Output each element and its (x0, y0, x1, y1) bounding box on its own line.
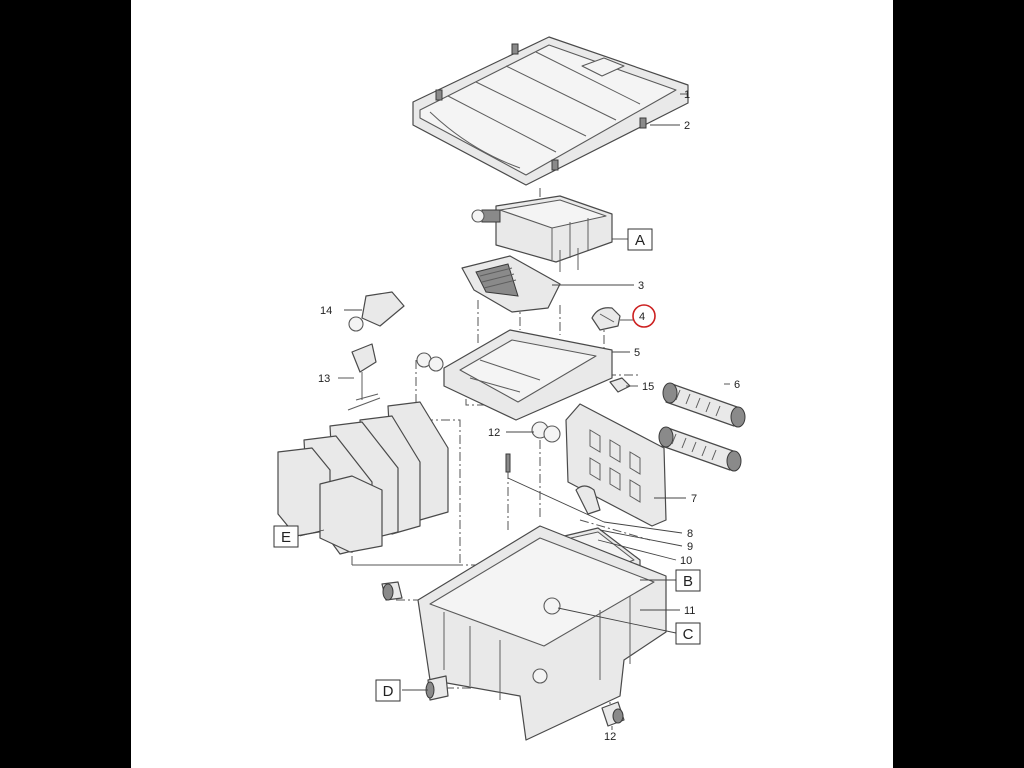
part-6-cartridges (658, 382, 746, 472)
callout-12-upper: 12 (488, 427, 500, 439)
callout-6: 6 (734, 379, 740, 391)
letter-box-B: B (675, 569, 701, 592)
callout-4: 4 (639, 311, 645, 323)
letter-B: B (683, 573, 693, 590)
part-1-lid (412, 36, 689, 186)
callout-15: 15 (642, 381, 654, 393)
part-11-container (417, 525, 667, 741)
highlight-ring (632, 304, 656, 328)
parts-8-9-10-rod (505, 453, 605, 523)
callout-5: 5 (634, 347, 640, 359)
callout-2: 2 (684, 120, 690, 132)
callout-8: 8 (687, 528, 693, 540)
part-E-sponges (277, 401, 449, 555)
part-4-knob (591, 307, 621, 331)
leader-lines (299, 93, 730, 730)
part-12-rings (416, 352, 561, 443)
callout-1: 1 (684, 89, 690, 101)
part-3-tray (461, 255, 561, 313)
part-7-grid-plate (565, 403, 667, 527)
letter-box-A: A (627, 228, 653, 251)
callout-7: 7 (691, 493, 697, 505)
callout-11: 11 (684, 605, 695, 617)
part-D-inlet (381, 581, 449, 701)
part-12-outlet (601, 701, 625, 727)
letter-box-E: E (273, 525, 299, 548)
callout-9: 9 (687, 541, 693, 553)
part-5-frame (443, 329, 613, 421)
callout-10: 10 (680, 555, 692, 567)
letter-box-C: C (675, 622, 701, 645)
part-14-nozzle (348, 291, 405, 332)
part-A-filter-head (471, 195, 613, 272)
letter-D: D (383, 683, 394, 700)
letter-E: E (281, 529, 291, 546)
callout-12-lower: 12 (604, 731, 616, 743)
callout-3: 3 (638, 280, 644, 292)
callout-13: 13 (318, 373, 330, 385)
letter-box-D: D (375, 679, 401, 702)
part-13-bracket (347, 343, 381, 411)
callout-14: 14 (320, 305, 332, 317)
letter-A: A (635, 232, 645, 249)
letter-C: C (683, 626, 694, 643)
